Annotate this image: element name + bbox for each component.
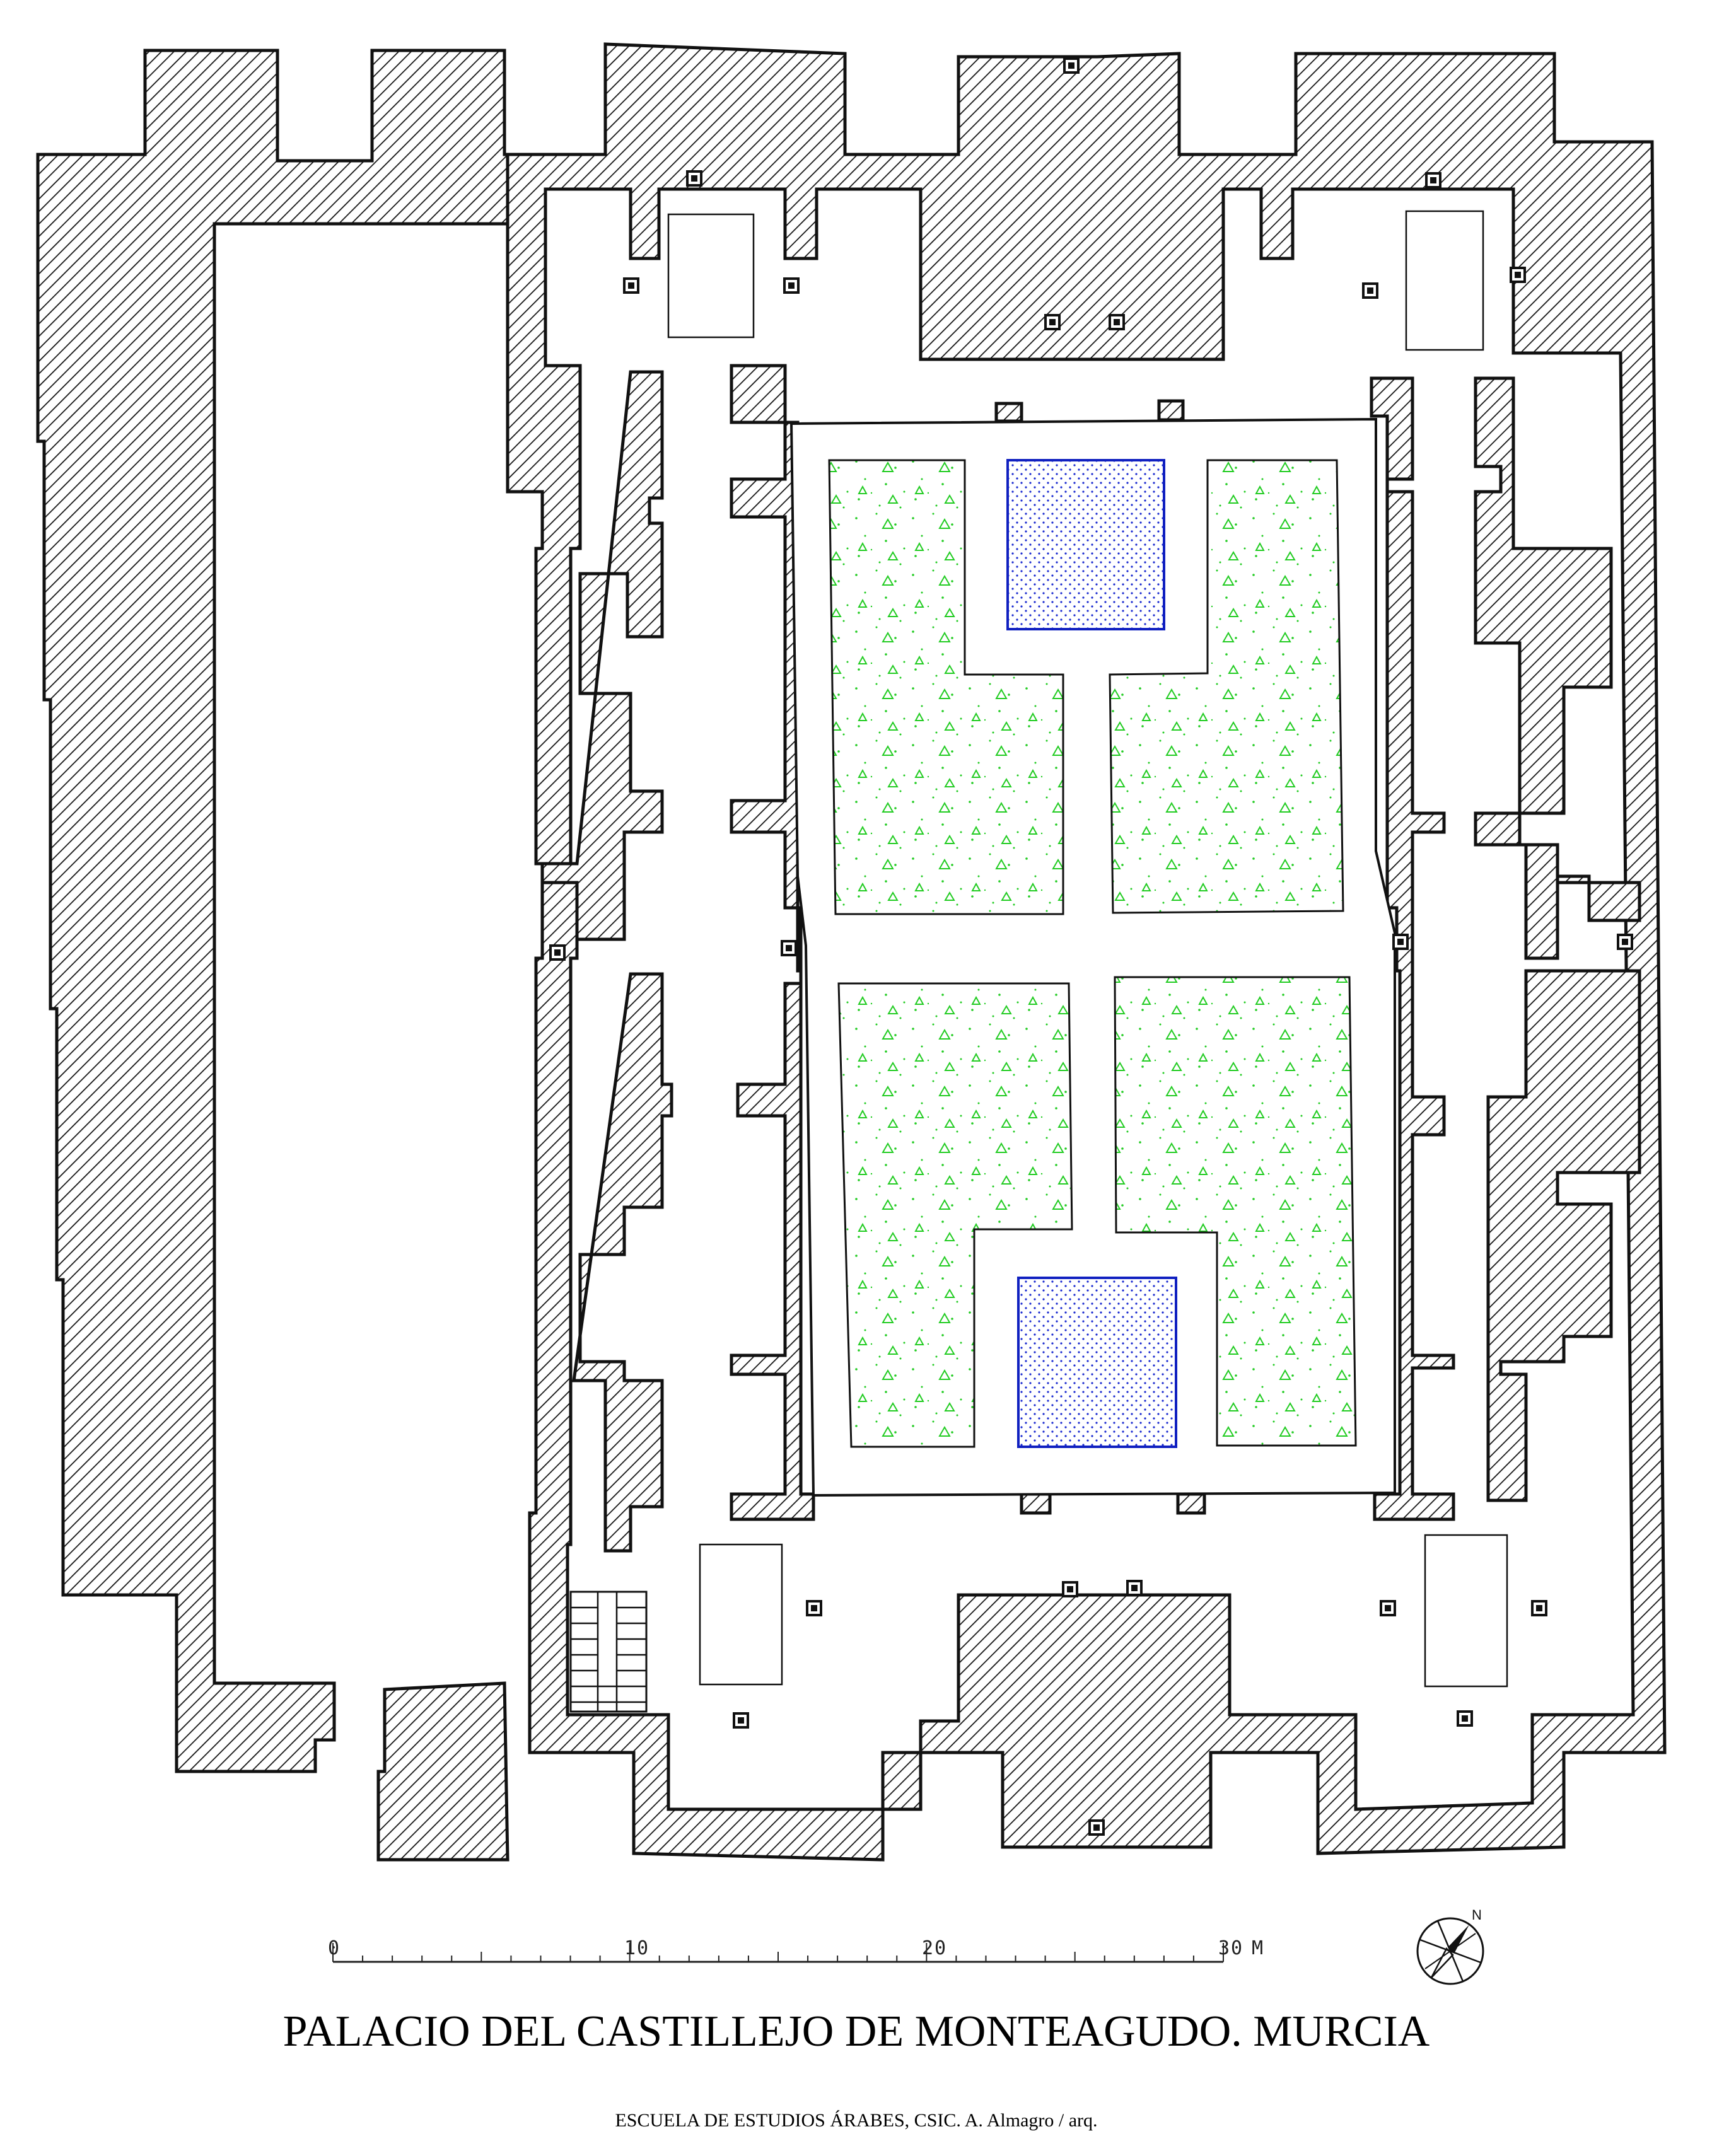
scale-label-0: 0 [328, 1937, 341, 1959]
scale-label-10: 10 [624, 1937, 649, 1959]
east-gallery-wall-2 [1486, 969, 1641, 1502]
column-base [1510, 267, 1526, 283]
garden-bed-northeast [1109, 459, 1344, 914]
column-base [686, 170, 702, 187]
south-stub-west [1020, 1492, 1052, 1515]
column-base [1062, 1581, 1078, 1597]
pool-north [1006, 459, 1165, 630]
column-base [623, 277, 639, 294]
west-court-wall [730, 364, 815, 1521]
column-base [733, 1712, 749, 1729]
palace-outer-wall [506, 42, 1667, 1862]
column-base [1531, 1600, 1547, 1616]
west-gallery-wall-2 [572, 972, 673, 1553]
scale-ticks [332, 1943, 1224, 1962]
column-bases [549, 57, 1633, 1836]
column-base [1044, 314, 1061, 330]
column-base [806, 1600, 822, 1616]
garden-bed-southwest [837, 982, 1073, 1448]
west-enclosure-wall [36, 49, 510, 1862]
column-base [1063, 57, 1080, 74]
central-courtyard [789, 417, 1396, 1497]
plan-title: PALACIO DEL CASTILLEJO DE MONTEAGUDO. MU… [283, 2007, 1430, 2056]
north-arrow-icon: N [1416, 1907, 1484, 1985]
scale-unit: M [1252, 1937, 1264, 1959]
garden-bed-southeast [1114, 976, 1357, 1447]
column-base [1126, 1580, 1143, 1596]
column-base [1617, 934, 1633, 950]
north-stub-east [1157, 399, 1185, 422]
north-label: N [1472, 1907, 1482, 1923]
column-base [1109, 314, 1125, 330]
plan-credit: ESCUELA DE ESTUDIOS ÁRABES, CSIC. A. Alm… [615, 2110, 1097, 2131]
alcove-northeast [1405, 210, 1484, 351]
alcove-northwest [667, 213, 755, 339]
column-base [1457, 1710, 1473, 1727]
column-base [783, 277, 800, 294]
interior-walls [540, 364, 1641, 1553]
east-court-wall [1370, 376, 1455, 1521]
alcove-southwest [699, 1543, 783, 1686]
garden-bed-northwest [828, 459, 1064, 915]
column-base [1088, 1819, 1105, 1836]
north-stub-west [994, 402, 1023, 423]
column-base [781, 940, 797, 956]
south-stub-east [1176, 1492, 1206, 1515]
west-gallery-wall [540, 370, 664, 941]
column-base [1362, 282, 1378, 299]
column-base [1392, 934, 1409, 950]
east-gallery-wall [1474, 376, 1641, 960]
alcove-outlines [667, 210, 1508, 1688]
scale-bar: 0 10 20 30 M [328, 1937, 1264, 1963]
column-base [1380, 1600, 1396, 1616]
column-base [549, 944, 566, 961]
scale-label-30: 30 [1218, 1937, 1243, 1959]
scale-label-20: 20 [922, 1937, 947, 1959]
staircase [569, 1591, 648, 1713]
alcove-southeast [1424, 1534, 1508, 1688]
column-base [1425, 172, 1441, 188]
pool-south [1017, 1277, 1177, 1448]
